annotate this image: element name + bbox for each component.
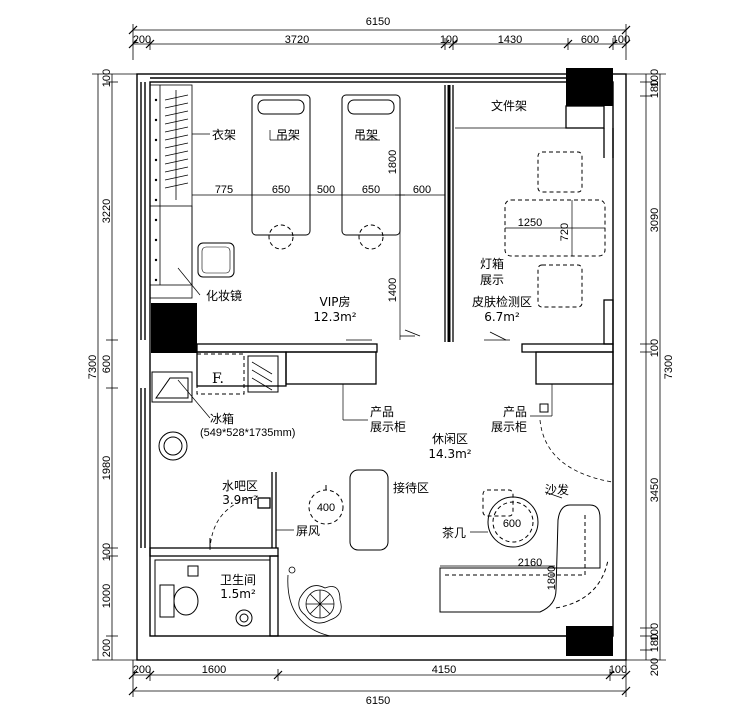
wardrobe-rod-dots [154, 98, 158, 282]
dim-top-2: 100 [440, 34, 458, 46]
leader-lines [177, 133, 563, 533]
label-chaji: 茶几 [442, 525, 466, 540]
room-vip-area: 12.3m² [313, 310, 356, 324]
dim-tea-table: 600 [503, 518, 521, 530]
bar-door-swing [209, 495, 259, 551]
dim-left-5: 1000 [101, 584, 113, 608]
room-bar-area: 3.9m² [222, 493, 258, 507]
dim-right-6: 180 [649, 634, 661, 652]
dim-right-1: 180 [649, 80, 661, 98]
dimension-ticks [128, 25, 631, 696]
dim-bottom-0: 200 [133, 664, 151, 676]
label-pingfeng: 屏风 [296, 524, 320, 538]
vip-curtain [346, 329, 510, 341]
room-vip-name: VIP房 [320, 294, 351, 309]
label-huazhuangjing: 化妆镜 [206, 288, 242, 303]
room-wc-name: 卫生间 [220, 573, 256, 587]
lounge-furniture [439, 489, 609, 613]
room-skin-area: 6.7m² [484, 310, 520, 324]
label-diaojia-2: 吊架 [354, 128, 378, 142]
structural-columns [151, 68, 613, 656]
label-product-2b: 展示柜 [491, 420, 527, 434]
dim-vip-1: 650 [272, 184, 290, 196]
dim-left-2: 600 [101, 355, 113, 373]
dim-top-total: 6150 [366, 16, 390, 28]
vip-dims [192, 130, 445, 340]
label-bingxiang-size: (549*528*1735mm) [200, 427, 295, 439]
dim-sofa-h: 1800 [546, 566, 558, 590]
dim-sofa-w: 2160 [518, 557, 542, 569]
label-zhanshi: 展示 [480, 273, 504, 287]
label-dengxiang: 灯箱 [480, 256, 504, 271]
dim-left-4: 100 [101, 543, 113, 561]
dim-left-total: 7300 [87, 355, 99, 379]
dim-bottom-1: 1600 [202, 664, 226, 676]
skin-room-dims [455, 127, 605, 256]
dim-vip-3: 650 [362, 184, 380, 196]
dim-right-total: 7300 [663, 355, 675, 379]
dim-top-4: 600 [581, 34, 599, 46]
dim-vip-v1: 1400 [387, 278, 399, 302]
label-wenjianjia: 文件架 [491, 98, 527, 113]
label-jiedaiqu: 接待区 [393, 480, 429, 495]
room-bar-name: 水吧区 [222, 479, 258, 493]
vip-beds [251, 94, 401, 250]
dim-left-3: 1980 [101, 456, 113, 480]
dressing-stool [197, 242, 235, 278]
fridge-area [151, 353, 279, 461]
skin-room-furniture [504, 151, 606, 308]
dim-vip-v0: 1800 [387, 150, 399, 174]
dim-top-3: 1430 [498, 34, 522, 46]
dim-vip-4: 600 [413, 184, 431, 196]
dim-bottom-4: 200 [649, 658, 661, 676]
dim-round-table: 400 [317, 502, 335, 514]
dim-vip-2: 500 [317, 184, 335, 196]
hangers [164, 94, 189, 189]
dim-right-0: 100 [649, 69, 661, 87]
dim-top-1: 3720 [285, 34, 309, 46]
fridge-shelf-lines [251, 361, 273, 391]
room-lounge-area: 14.3m² [428, 447, 471, 461]
dim-top-0: 200 [133, 34, 151, 46]
dim-right-2: 3090 [649, 208, 661, 232]
dim-right-3: 100 [649, 339, 661, 357]
dim-left-1: 3220 [101, 199, 113, 223]
label-shafa: 沙发 [545, 482, 569, 497]
label-bingxiang: 冰箱 [210, 411, 234, 426]
room-lounge-name: 休闲区 [432, 432, 468, 446]
fridge-symbol: F. [212, 371, 224, 387]
reception-furniture [308, 469, 389, 551]
dim-bottom-total: 6150 [366, 695, 390, 707]
room-skin-name: 皮肤检测区 [472, 294, 532, 309]
interior-walls [149, 85, 614, 637]
wardrobe [149, 84, 193, 299]
dim-bottom-2: 4150 [432, 664, 456, 676]
dim-right-4: 3450 [649, 478, 661, 502]
room-wc-area: 1.5m² [220, 587, 256, 601]
label-product-1a: 产品 [370, 405, 394, 419]
dim-vip-0: 775 [215, 184, 233, 196]
dim-top-5: 100 [612, 34, 630, 46]
toilet-fixtures [154, 559, 271, 637]
dim-left-0: 100 [101, 69, 113, 87]
label-yijia: 衣架 [212, 127, 236, 142]
plant-icon [298, 585, 342, 624]
lounge-door-swing [539, 419, 613, 483]
label-product-2a: 产品 [503, 405, 527, 419]
label-product-1b: 展示柜 [370, 420, 406, 434]
dim-skin-table-w: 1250 [518, 217, 542, 229]
dim-bottom-3: 100 [609, 664, 627, 676]
dim-right-5: 100 [649, 623, 661, 641]
dim-left-6: 200 [101, 639, 113, 657]
dim-skin-table-h: 720 [559, 223, 571, 241]
dimension-lines [92, 24, 666, 697]
label-diaojia-1: 吊架 [276, 128, 300, 142]
